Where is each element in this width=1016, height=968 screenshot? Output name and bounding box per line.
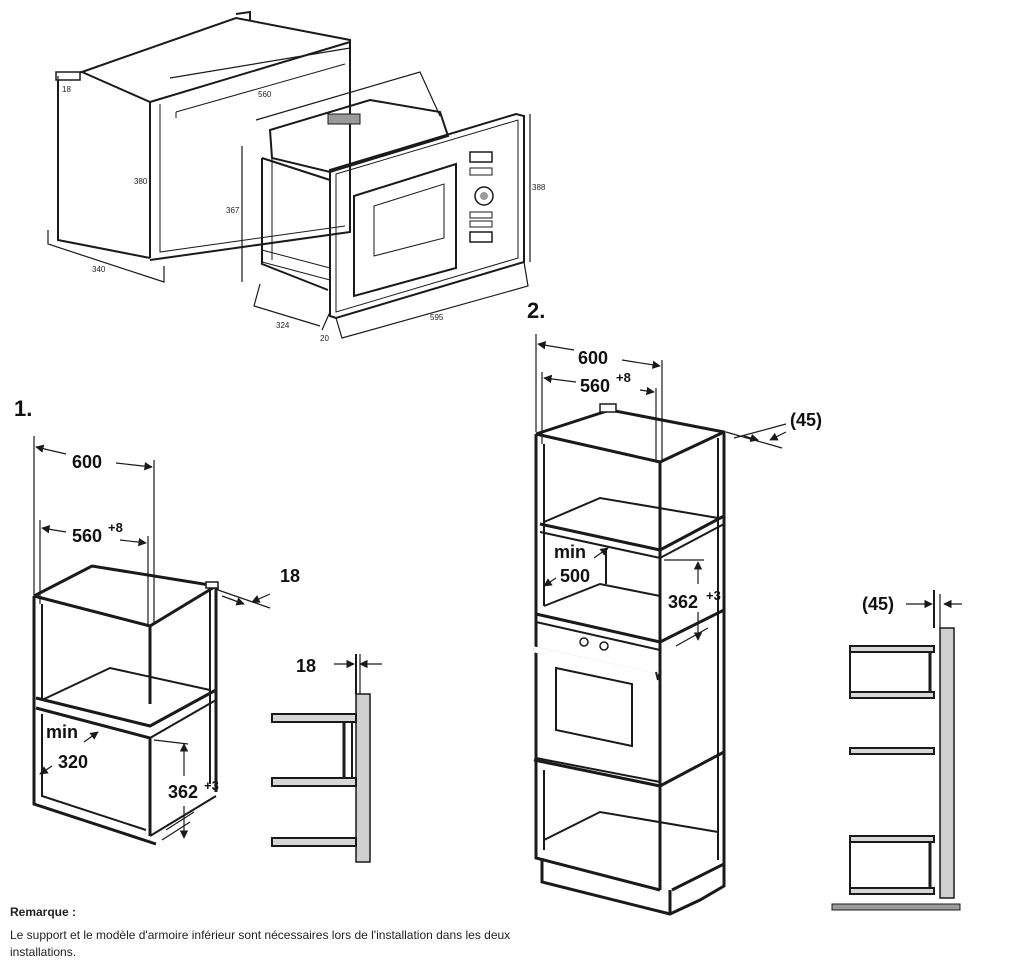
step1-height-362-tolerance: +3 (204, 778, 219, 793)
step2-min-label: min (554, 542, 586, 562)
step2-number: 2. (527, 298, 545, 323)
step1-diagram: 1. 600 560 +8 (14, 396, 382, 863)
step1-side-18: 18 (280, 566, 300, 586)
step1-height-362: 362 (168, 782, 198, 802)
step1-min-320: 320 (58, 752, 88, 772)
step1-width-600: 600 (72, 452, 102, 472)
step2-detail-45: (45) (862, 594, 894, 614)
step2-height-362-tolerance: +3 (706, 588, 721, 603)
step2-cabinet (533, 403, 726, 916)
step2-width-560-tolerance: +8 (616, 370, 631, 385)
step1-cabinet (32, 564, 219, 846)
step2-min-500: 500 (560, 566, 590, 586)
dim-20-top: 20 (320, 334, 329, 343)
top-exploded-view: 18 560 380 340 367 388 324 20 595 (47, 10, 546, 343)
dim-324-top: 324 (276, 321, 290, 330)
step1-width-560: 560 (72, 526, 102, 546)
step1-number: 1. (14, 396, 32, 421)
top-dimension-lines (47, 47, 531, 339)
note-title: Remarque : (10, 905, 77, 919)
step1-min-label: min (46, 722, 78, 742)
step2-side-detail: (45) (831, 590, 962, 911)
dim-388-top: 388 (532, 183, 546, 192)
step2-width-560: 560 (580, 376, 610, 396)
step2-width-600: 600 (578, 348, 608, 368)
step2-diagram: 2. (527, 298, 962, 916)
dim-367-top: 367 (226, 206, 240, 215)
dim-595-top: 595 (430, 313, 444, 322)
step2-side-45: (45) (790, 410, 822, 430)
trim-frame (48, 10, 351, 261)
dim-380-top: 380 (134, 177, 148, 186)
note-body: Le support et le modèle d'armoire inféri… (10, 928, 511, 959)
dim-18-top: 18 (62, 85, 71, 94)
dim-340-top: 340 (92, 265, 106, 274)
step1-detail-18: 18 (296, 656, 316, 676)
dim-560-top: 560 (258, 90, 272, 99)
step1-width-560-tolerance: +8 (108, 520, 123, 535)
step2-height-362: 362 (668, 592, 698, 612)
step1-side-detail: 18 (271, 654, 382, 863)
installation-note: Remarque : Le support et le modèle d'arm… (10, 904, 570, 961)
